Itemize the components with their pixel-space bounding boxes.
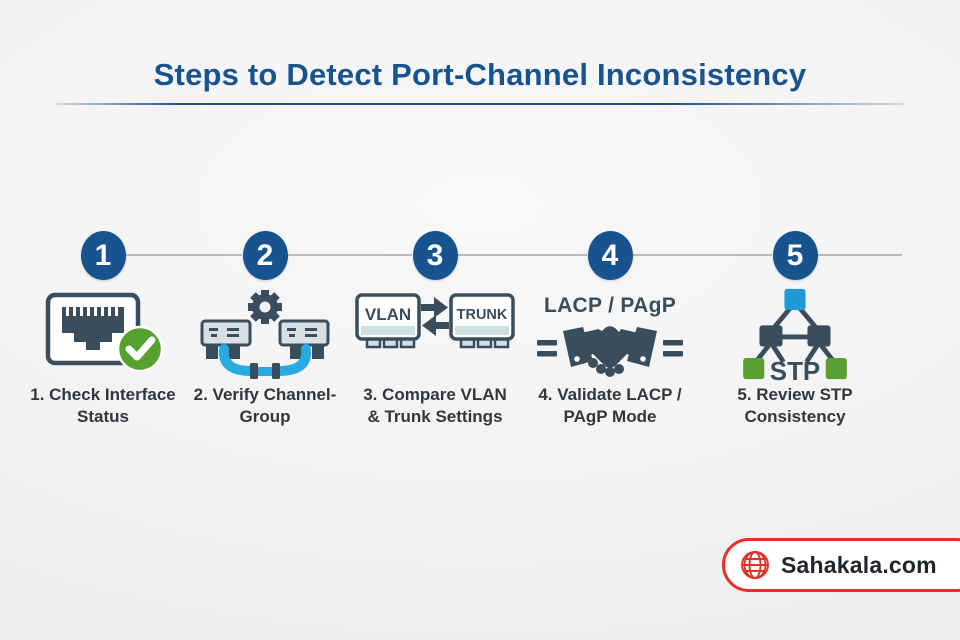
step-label: 5. Review STP Consistency (737, 385, 853, 426)
step-5: 5 STP 5. Review STP Consistency (705, 231, 885, 427)
page-title: Steps to Detect Port-Channel Inconsisten… (153, 57, 807, 92)
leaf-node (825, 358, 847, 380)
svg-text:VLAN: VLAN (365, 305, 411, 324)
step-number-badge: 3 (412, 231, 458, 280)
step-label: 2. Verify Channel-Group (193, 385, 337, 426)
swap-arrows-icon (421, 297, 449, 336)
root-node (784, 288, 806, 311)
timeline-connector (633, 254, 772, 256)
handshake-icon (537, 325, 683, 377)
step-number-badge: 5 (772, 231, 818, 280)
step-label: 4. Validate LACP / PAgP Mode (538, 385, 682, 426)
cable-icon (218, 344, 257, 376)
leaf-node (743, 358, 765, 380)
title-divider (56, 103, 904, 105)
switches-channel-group-icon (200, 290, 330, 379)
vlan-box: VLAN (355, 293, 421, 349)
timeline-connector (288, 254, 412, 256)
step-label: 3. Compare VLAN & Trunk Settings (363, 385, 507, 426)
timeline-connector (458, 254, 587, 256)
timeline-connector (126, 254, 242, 256)
step-number-badge: 1 (80, 231, 126, 280)
watermark-site: Sahakala.com (781, 551, 937, 578)
step-4: 4 LACP / PAgP (520, 231, 700, 427)
timeline-connector (818, 254, 902, 256)
vlan-trunk-compare-icon: VLAN TRUNK (355, 293, 515, 349)
globe-icon (741, 551, 769, 579)
trunk-box: TRUNK (449, 293, 515, 349)
step-2: 2 (175, 231, 355, 427)
stp-caption: STP (770, 358, 820, 383)
step-label: 1. Check Interface Status (30, 385, 176, 426)
ethernet-port-check-icon (45, 292, 164, 373)
watermark-badge: Sahakala.com (722, 538, 960, 592)
step-3: 3 VLAN (345, 231, 525, 427)
lacp-pagp-caption: LACP / PAgP (543, 293, 677, 317)
step-number-badge: 4 (587, 231, 633, 280)
bridge-node (759, 325, 783, 347)
step-1: 1 1. Check Interface Status (13, 231, 193, 427)
bridge-node (807, 325, 831, 347)
stp-tree-icon: STP (743, 288, 847, 383)
svg-text:TRUNK: TRUNK (457, 307, 508, 323)
step-number-badge: 2 (242, 231, 288, 280)
